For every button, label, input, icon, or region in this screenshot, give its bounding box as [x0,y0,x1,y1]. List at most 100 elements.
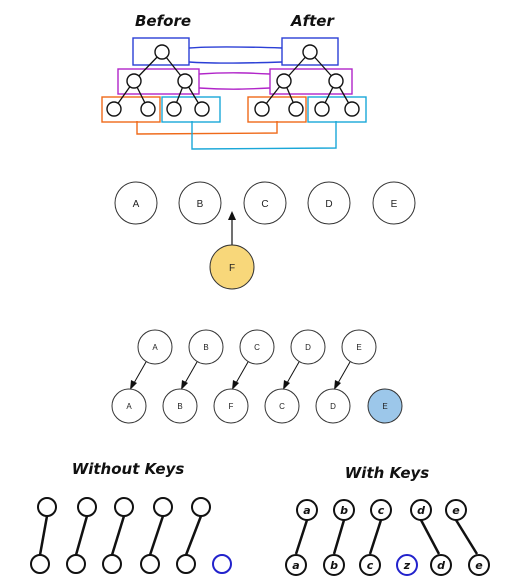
shift-arrowhead [334,380,341,390]
top-node [77,497,97,517]
keyed-bottom-b: b [323,554,345,576]
tree-node [166,101,182,117]
shift-arrowhead [283,380,290,390]
node-key: b [330,559,338,572]
node-label: E [391,199,398,210]
shift-arrow [133,361,147,384]
link-line [74,515,89,556]
link-line [148,515,165,556]
node-label: D [330,402,336,411]
keyed-bottom-z: z [396,554,418,576]
node-key: d [437,559,445,572]
link-line [332,519,346,555]
before-right-leaf-box [161,96,221,123]
insert-row: A B C D E F [114,181,416,290]
shift-bottom-b: B [162,388,198,424]
left-leaf-match-connector [136,121,278,135]
insert-node-a: A [114,181,158,225]
node-circle [213,388,249,424]
shift-top-b: B [188,329,224,365]
node-label: C [261,199,268,210]
node-label: E [382,402,387,411]
shift-arrowhead [181,380,188,390]
without-keys-title: Without Keys [72,460,185,478]
shift-bottom-f: F [213,388,249,424]
tree-node [194,101,210,117]
mid-match-connector [198,72,271,75]
after-mid-box [269,68,353,95]
node-circle [285,554,307,576]
node-label: B [177,402,182,411]
shift-arrow [184,361,198,384]
node-circle [290,329,326,365]
top-node [37,497,57,517]
node-key: a [303,504,310,517]
after-tree [247,37,367,123]
shift-top-a: A [137,329,173,365]
shift-bottom-c: C [264,388,300,424]
node-circle [243,181,287,225]
link-line [38,515,49,556]
before-root-box [132,37,190,66]
keyed-bottom-d: d [430,554,452,576]
node-circle [239,329,275,365]
node-circle [307,181,351,225]
with-keys-diagram: With Keys a b c d e a [285,464,490,576]
without-keys-diagram: Without Keys [30,460,232,574]
before-label: Before [135,12,191,30]
node-circle [178,181,222,225]
node-circle [137,329,173,365]
node-circle [367,388,403,424]
tree-node [302,44,318,60]
node-label: A [126,402,132,411]
node-circle [162,388,198,424]
with-keys-title: With Keys [345,464,430,482]
before-left-leaf-box [101,96,161,123]
node-key: e [475,559,483,572]
node-circle [296,499,318,521]
tree-node [106,101,122,117]
after-right-leaf-box [307,96,367,123]
shift-bottom-e: E [367,388,403,424]
bottom-node [140,554,160,574]
shift-diagram: A B C D E A [111,329,403,424]
node-circle [188,329,224,365]
tree-node [126,73,142,89]
tree-node [288,101,304,117]
node-key: b [340,504,348,517]
new-bottom-node [212,554,232,574]
link-line [419,519,441,555]
root-match-connector [188,46,283,49]
bottom-node [176,554,196,574]
top-node [153,497,173,517]
shift-arrow [337,361,351,384]
node-label: D [325,199,332,210]
shift-bottom-a: A [111,388,147,424]
node-label: F [229,263,235,274]
tree-comparison: Before After [101,12,367,150]
node-circle [209,244,255,290]
after-left-leaf-box [247,96,307,123]
tree-node [328,73,344,89]
new-node-f: F [209,244,255,290]
after-label: After [290,12,335,30]
after-root-box [281,37,339,66]
tree-node [177,73,193,89]
link-line [368,519,383,555]
shift-top-d: D [290,329,326,365]
link-line [454,519,479,555]
link-line [184,515,203,556]
before-mid-box [117,68,200,95]
mid-match-connector-lower [198,87,271,90]
top-node [191,497,211,517]
keyed-bottom-e: e [468,554,490,576]
keyed-bottom-a: a [285,554,307,576]
shift-arrow [235,361,249,384]
node-key: d [417,504,425,517]
node-label: D [305,343,311,352]
node-label: B [203,343,208,352]
tree-node [154,44,170,60]
insert-node-b: B [178,181,222,225]
node-circle [114,181,158,225]
bottom-node [66,554,86,574]
